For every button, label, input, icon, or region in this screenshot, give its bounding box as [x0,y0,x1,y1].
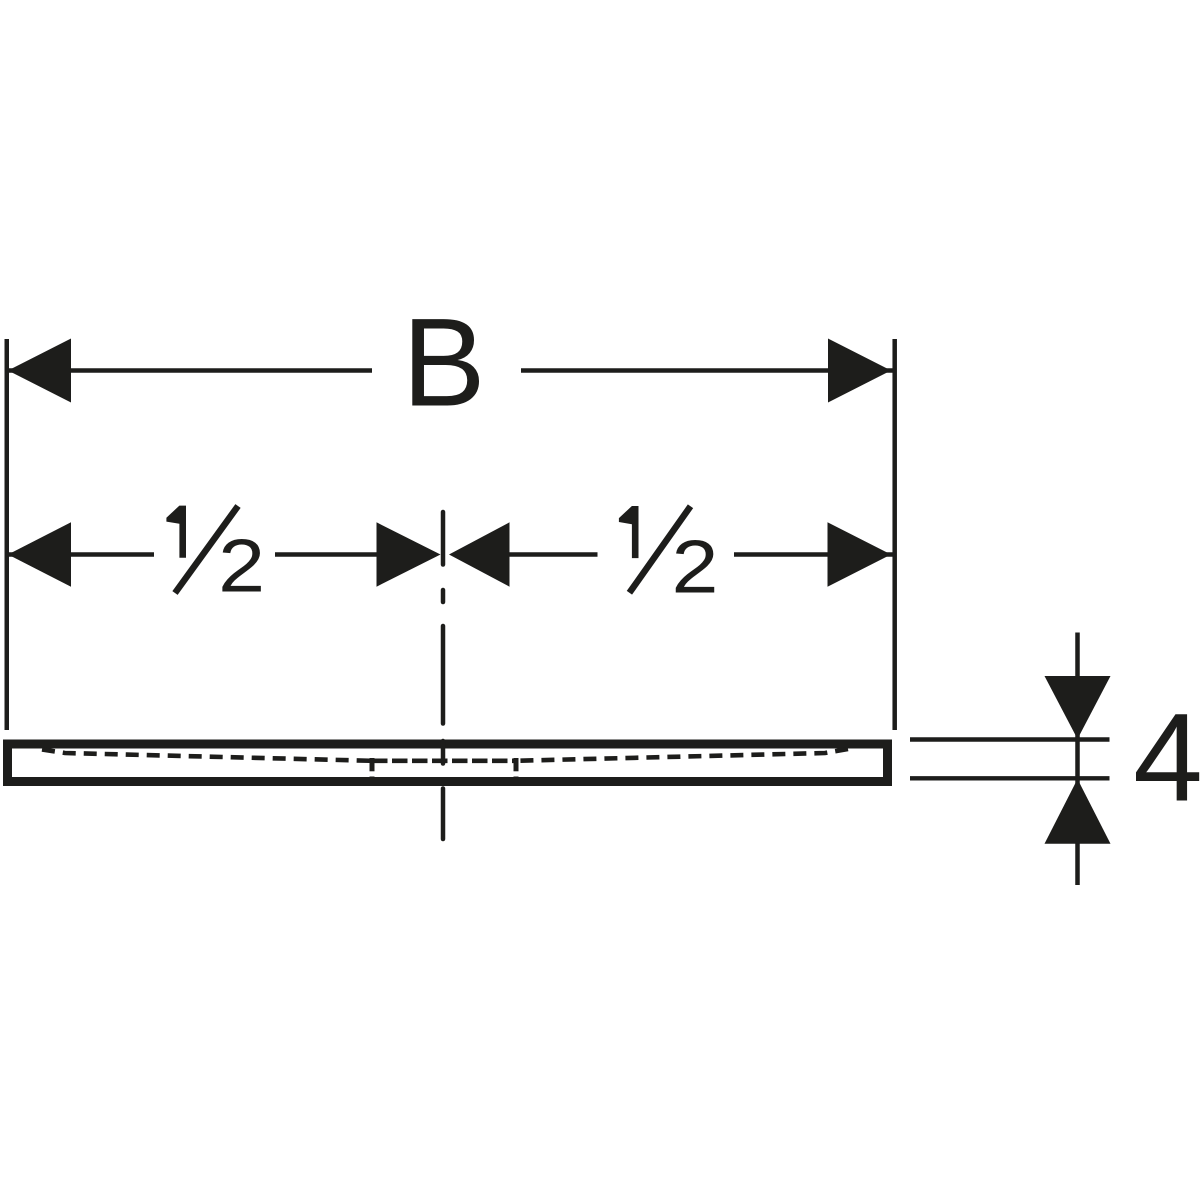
svg-text:4: 4 [1133,686,1200,827]
svg-text:2: 2 [672,525,719,609]
svg-text:B: B [402,292,486,433]
svg-text:2: 2 [218,524,265,608]
